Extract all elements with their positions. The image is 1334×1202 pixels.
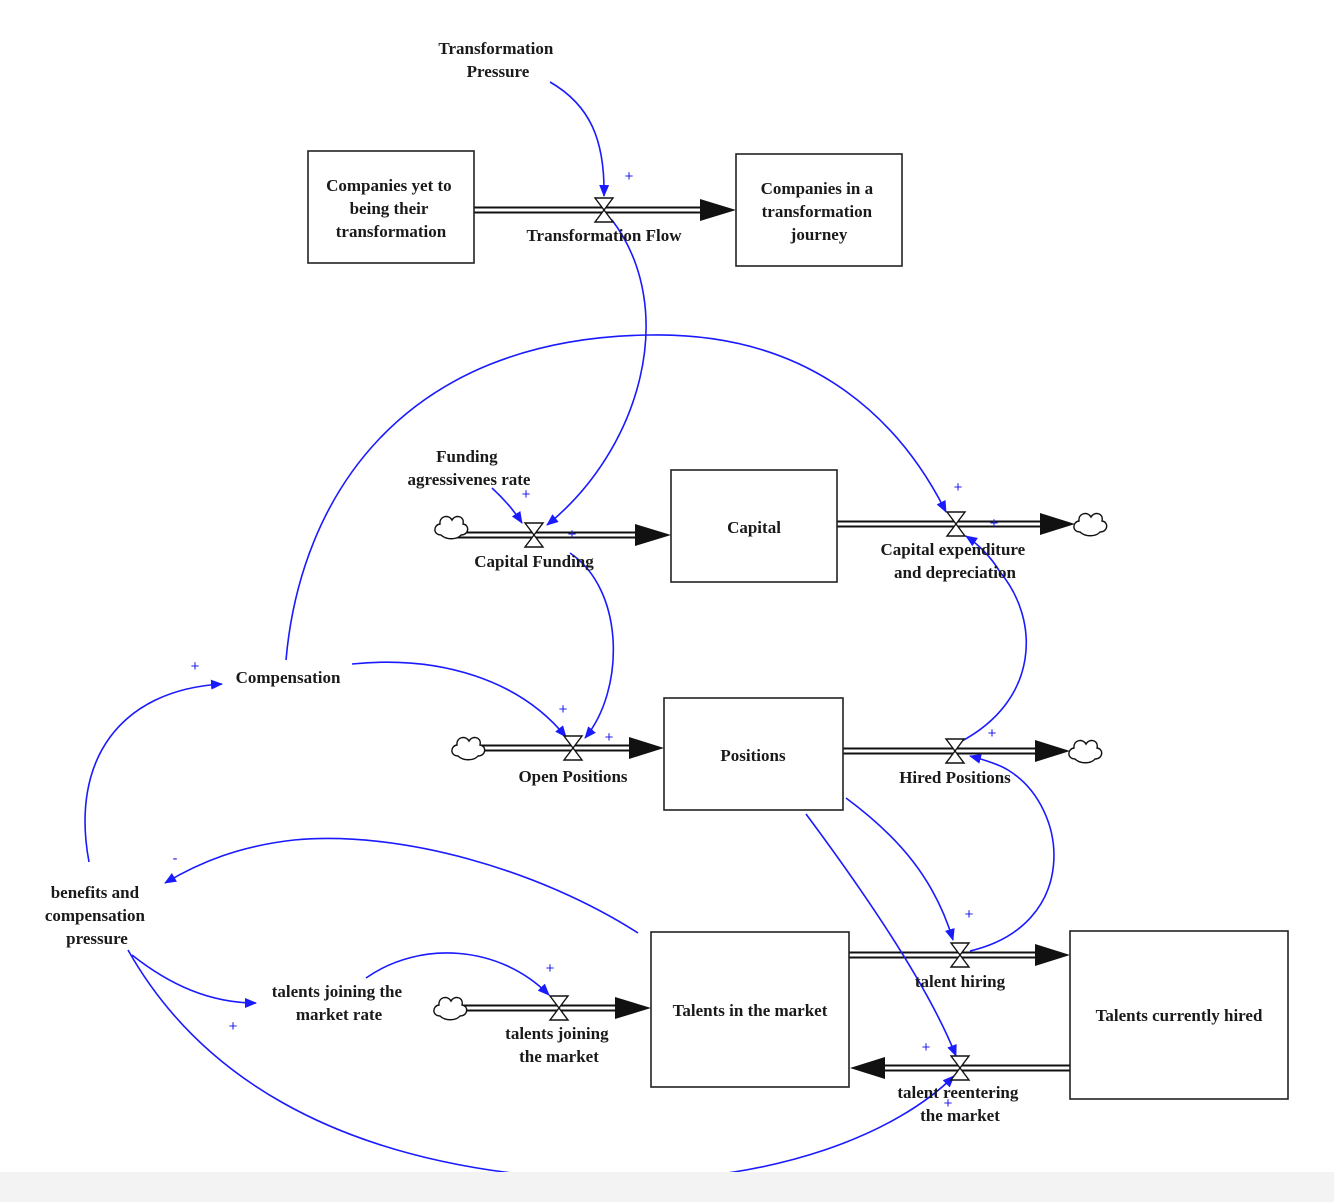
polarity-sign: + bbox=[625, 168, 634, 185]
valve-icon bbox=[945, 511, 967, 537]
polarity-sign: + bbox=[605, 729, 614, 746]
flow-arrowhead bbox=[1035, 944, 1070, 966]
flow-label-talents-joining: talents joining the market bbox=[505, 1024, 613, 1066]
polarity-sign: + bbox=[944, 1095, 953, 1112]
valve-icon bbox=[562, 735, 584, 761]
stock-label: Talents in the market bbox=[673, 1001, 828, 1020]
source-sink-clouds bbox=[433, 512, 1108, 1021]
var-funding-rate[interactable]: Funding agressivenes rate bbox=[408, 447, 531, 489]
flow-label-transformation-flow: Transformation Flow bbox=[526, 226, 682, 245]
var-transformation-pressure[interactable]: Transformation Pressure bbox=[438, 39, 557, 81]
flow-arrowhead bbox=[850, 1057, 885, 1079]
stock-talents-market[interactable]: Talents in the market bbox=[650, 931, 850, 1088]
stock-label: Companies in a transformation journey bbox=[761, 179, 878, 244]
polarity-sign: + bbox=[988, 725, 997, 742]
stock-companies-yet[interactable]: Companies yet to being their transformat… bbox=[307, 150, 475, 264]
polarity-sign: + bbox=[922, 1039, 931, 1056]
cloud-icon bbox=[1068, 739, 1103, 764]
stock-label: Talents currently hired bbox=[1096, 1006, 1263, 1025]
flow-label-hired-positions: Hired Positions bbox=[899, 768, 1011, 787]
bottom-bar bbox=[0, 1172, 1334, 1202]
cloud-icon bbox=[434, 515, 469, 540]
stock-label: Companies yet to being their transformat… bbox=[326, 176, 456, 241]
stock-label: Positions bbox=[720, 746, 786, 765]
polarity-sign: + bbox=[965, 906, 974, 923]
valve-icon bbox=[944, 738, 966, 764]
flow-pipes bbox=[456, 199, 1075, 1079]
flow-label-open-positions: Open Positions bbox=[518, 767, 627, 786]
flow-label-capital-funding: Capital Funding bbox=[474, 552, 594, 571]
polarity-sign: + bbox=[559, 701, 568, 718]
stock-positions[interactable]: Positions bbox=[663, 697, 844, 811]
polarity-sign: + bbox=[229, 1018, 238, 1035]
polarity-sign: + bbox=[990, 515, 999, 532]
flow-label-talent-reentering: talent reentering the market bbox=[897, 1083, 1022, 1125]
cloud-icon bbox=[433, 996, 468, 1021]
polarity-sign: + bbox=[191, 658, 200, 675]
valve-icon bbox=[548, 995, 570, 1021]
flow-label-talent-hiring: talent hiring bbox=[915, 972, 1006, 991]
flow-arrowhead bbox=[629, 737, 664, 759]
flow-arrowhead bbox=[615, 997, 651, 1019]
causal-links bbox=[84, 81, 1055, 1182]
valve-icon bbox=[523, 522, 545, 548]
var-joining-rate[interactable]: talents joining the market rate bbox=[272, 982, 407, 1024]
valve-icon bbox=[949, 1055, 971, 1081]
polarity-sign: - bbox=[173, 850, 178, 867]
valve-icon bbox=[593, 197, 615, 223]
flow-label-capex: Capital expenditure and depreciation bbox=[881, 540, 1030, 582]
polarity-sign: + bbox=[546, 960, 555, 977]
var-benefits-pressure[interactable]: benefits and compensation pressure bbox=[45, 883, 149, 948]
stock-companies-in[interactable]: Companies in a transformation journey bbox=[735, 153, 903, 267]
stock-label: Capital bbox=[727, 518, 781, 537]
flow-arrowhead bbox=[1035, 740, 1070, 762]
flow-arrowhead bbox=[1040, 513, 1075, 535]
polarity-signs: + + + + + + + + + + + - + + + + + bbox=[173, 168, 999, 1112]
cloud-icon bbox=[451, 736, 486, 761]
polarity-sign: + bbox=[522, 486, 531, 503]
flow-valves bbox=[523, 197, 971, 1081]
polarity-sign: + bbox=[568, 526, 577, 543]
flow-arrowhead bbox=[700, 199, 736, 221]
cloud-icon bbox=[1073, 512, 1108, 537]
valve-icon bbox=[949, 942, 971, 968]
flow-arrowhead bbox=[635, 524, 671, 546]
var-compensation[interactable]: Compensation bbox=[236, 668, 341, 687]
polarity-sign: + bbox=[954, 479, 963, 496]
stock-capital[interactable]: Capital bbox=[670, 469, 838, 583]
stock-talents-hired[interactable]: Talents currently hired bbox=[1069, 930, 1289, 1100]
